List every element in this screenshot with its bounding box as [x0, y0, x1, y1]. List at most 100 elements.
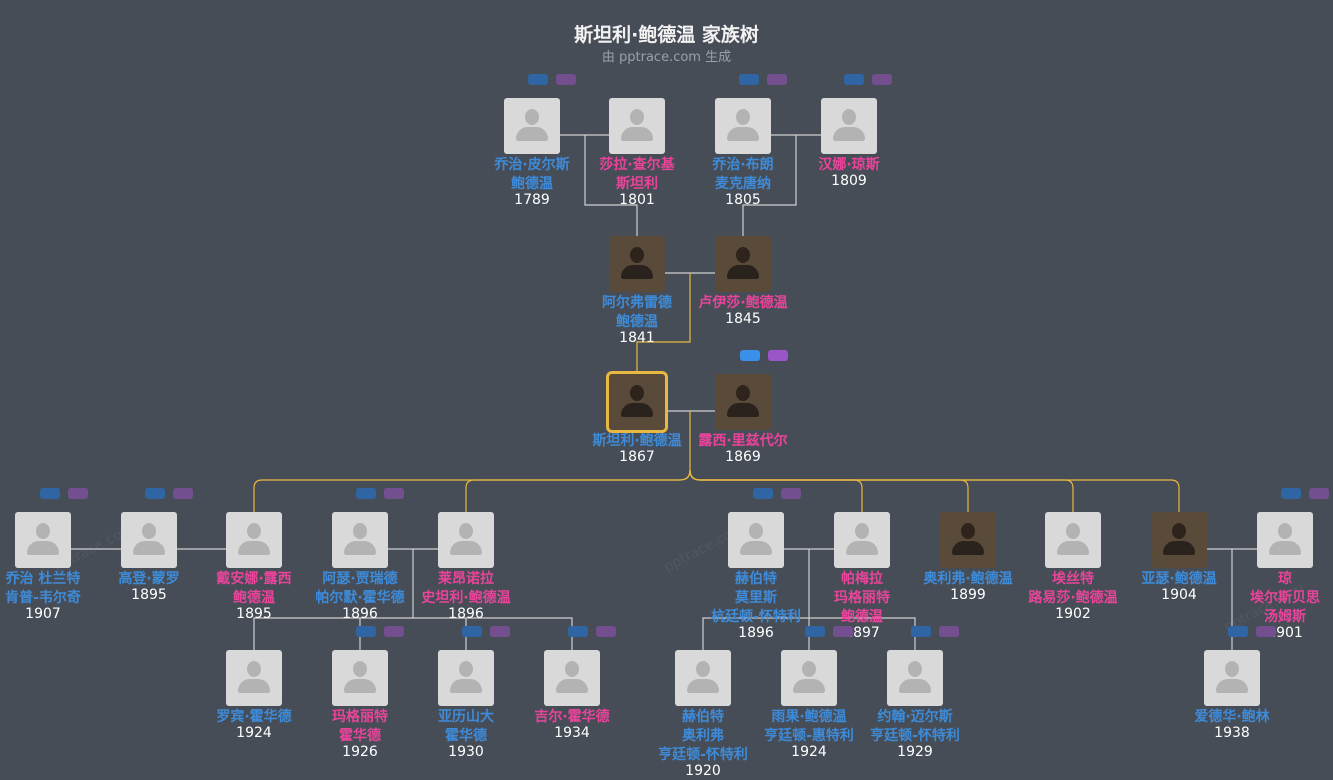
expand-ancestors-toggle[interactable]: [911, 626, 931, 637]
expand-descendants-toggle[interactable]: [768, 350, 788, 361]
person-name: 戴安娜·露西: [216, 571, 292, 587]
birth-year: 1896: [738, 625, 774, 641]
expand-descendants-toggle[interactable]: [68, 488, 88, 499]
expand-descendants-toggle[interactable]: [872, 74, 892, 85]
birth-year: 1930: [448, 744, 484, 760]
person-name: 亨廷顿-惠特利: [764, 728, 854, 744]
expand-ancestors-toggle[interactable]: [1228, 626, 1248, 637]
expand-ancestors-toggle[interactable]: [145, 488, 165, 499]
person-name: 亚瑟·鲍德温: [1141, 571, 1217, 587]
birth-year: 1841: [619, 330, 655, 346]
expand-descendants-toggle[interactable]: [173, 488, 193, 499]
expand-descendants-toggle[interactable]: [1309, 488, 1329, 499]
expand-ancestors-toggle[interactable]: [356, 488, 376, 499]
birth-year: 1809: [831, 173, 867, 189]
expand-ancestors-toggle[interactable]: [805, 626, 825, 637]
person-name: 乔治 杜兰特: [5, 571, 81, 587]
person-name: 霍华德: [339, 728, 381, 744]
expand-descendants-toggle[interactable]: [939, 626, 959, 637]
avatar-placeholder-icon: [887, 650, 943, 706]
birth-year: 1789: [514, 192, 550, 208]
person-name: 玛格丽特: [332, 709, 388, 725]
avatar-placeholder-icon: [544, 650, 600, 706]
person-name: 亨廷顿-怀特利: [870, 728, 960, 744]
person-name: 麦克唐纳: [715, 176, 771, 192]
expand-descendants-toggle[interactable]: [490, 626, 510, 637]
birth-year: 1924: [236, 725, 272, 741]
expand-descendants-toggle[interactable]: [384, 626, 404, 637]
person-name: 雨果·鲍德温: [771, 709, 847, 725]
person-name: 琼: [1278, 571, 1292, 587]
birth-year: 1896: [448, 606, 484, 622]
expand-descendants-toggle[interactable]: [833, 626, 853, 637]
person-name: 亨廷顿-怀特利: [658, 747, 748, 763]
expand-ancestors-toggle[interactable]: [528, 74, 548, 85]
child-link: [689, 469, 1074, 512]
expand-ancestors-toggle[interactable]: [740, 350, 760, 361]
expand-ancestors-toggle[interactable]: [568, 626, 588, 637]
parent-link: [636, 273, 691, 374]
birth-year: 1897: [844, 625, 880, 641]
avatar-placeholder-icon: [834, 512, 890, 568]
person-name: 约翰·迈尔斯: [877, 709, 953, 725]
expand-ancestors-toggle[interactable]: [753, 488, 773, 499]
expand-descendants-toggle[interactable]: [781, 488, 801, 499]
expand-ancestors-toggle[interactable]: [462, 626, 482, 637]
expand-ancestors-toggle[interactable]: [356, 626, 376, 637]
person-name: 高登·蒙罗: [118, 571, 180, 587]
expand-descendants-toggle[interactable]: [384, 488, 404, 499]
person-name: 鲍德温: [616, 314, 658, 330]
expand-descendants-toggle[interactable]: [1256, 626, 1276, 637]
avatar-placeholder-icon: [1045, 512, 1101, 568]
birth-year: 1902: [1055, 606, 1091, 622]
expand-descendants-toggle[interactable]: [767, 74, 787, 85]
expand-ancestors-toggle[interactable]: [40, 488, 60, 499]
avatar-placeholder-icon: [332, 512, 388, 568]
birth-year: 1920: [685, 763, 721, 779]
avatar-placeholder-icon: [728, 512, 784, 568]
person-name: 吉尔·霍华德: [534, 709, 610, 725]
person-name: 莎拉·查尔基: [599, 157, 675, 173]
expand-ancestors-toggle[interactable]: [1281, 488, 1301, 499]
expand-ancestors-toggle[interactable]: [739, 74, 759, 85]
expand-ancestors-toggle[interactable]: [844, 74, 864, 85]
avatar-placeholder-icon: [609, 98, 665, 154]
page-subtitle: 由 pptrace.com 生成: [601, 50, 732, 65]
expand-descendants-toggle[interactable]: [556, 74, 576, 85]
person-name: 史坦利·鲍德温: [421, 590, 511, 606]
parent-link: [584, 135, 638, 236]
person-photo: [715, 236, 771, 292]
birth-year: 1895: [236, 606, 272, 622]
birth-year: 1926: [342, 744, 378, 760]
expand-descendants-toggle[interactable]: [596, 626, 616, 637]
avatar-placeholder-icon: [332, 650, 388, 706]
